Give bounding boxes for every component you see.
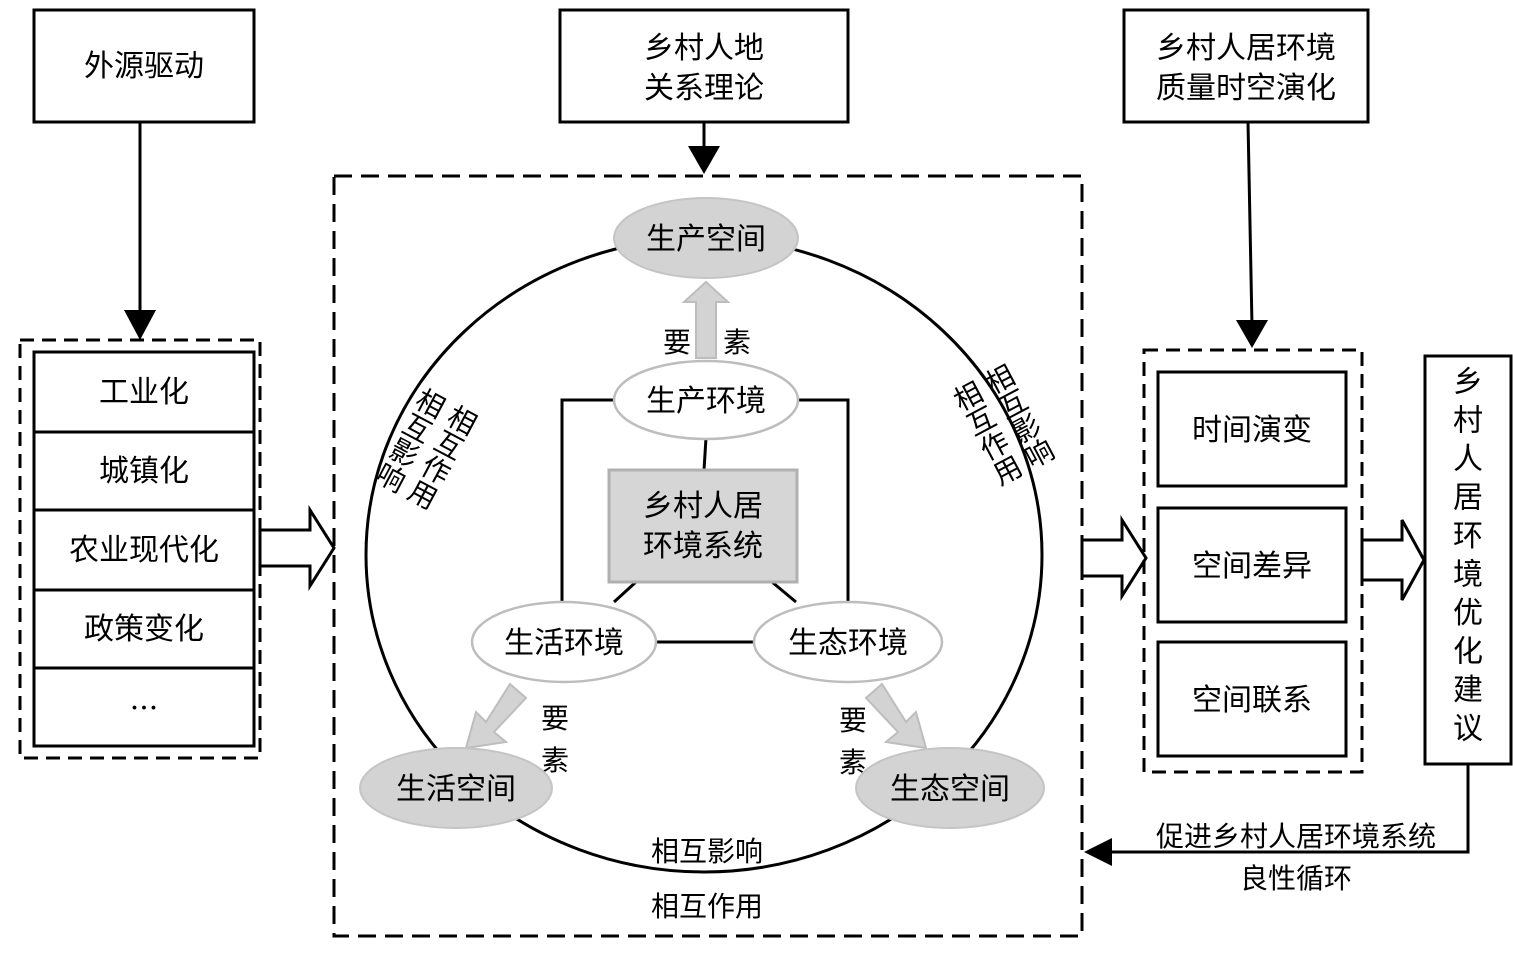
feedback-arrow: [1084, 764, 1470, 866]
driver-item-ellipsis: ···: [130, 691, 159, 726]
interaction-bottom-line1: 相互影响: [651, 835, 763, 868]
production-environment-node: 生产环境: [612, 359, 800, 441]
element-label-top-char2: 素: [723, 326, 751, 359]
external-drivers-label: 外源驱动: [84, 49, 204, 84]
external-drivers-box: 外源驱动: [32, 8, 256, 124]
living-environment-node: 生活环境: [470, 600, 658, 684]
hollow-arrow-drivers-to-system: [258, 504, 336, 592]
driver-item-agri-modernization: 农业现代化: [69, 533, 219, 568]
ecological-environment-label: 生态环境: [788, 626, 908, 661]
driver-item-industrialization: 工业化: [99, 375, 189, 410]
ecological-space-label: 生态空间: [890, 772, 1010, 807]
ecological-environment-node: 生态环境: [752, 600, 944, 684]
ecological-space-node: 生态空间: [855, 747, 1045, 829]
evolution-item-temporal: 时间演变: [1192, 413, 1312, 448]
living-space-node: 生活空间: [359, 747, 553, 829]
hollow-arrow-system-to-evolution: [1080, 514, 1148, 602]
element-label-left-char1: 要: [541, 702, 569, 735]
drivers-list: 工业化 城镇化 农业现代化 政策变化 ···: [32, 350, 256, 748]
element-arrow-up-production: [681, 280, 731, 359]
evolution-item-spatial-difference: 空间差异: [1192, 549, 1312, 584]
hollow-arrow-evolution-to-suggestions: [1360, 519, 1426, 601]
system-label-line1: 乡村人居: [643, 489, 763, 524]
element-arrow-to-living-space: [464, 682, 528, 750]
production-space-label: 生产空间: [646, 222, 766, 257]
arrow-evolution-down: [1236, 121, 1268, 348]
element-arrow-to-ecological-space: [864, 682, 928, 750]
production-environment-label: 生产环境: [646, 384, 766, 419]
interaction-label-right: 相互作用 相互影响: [945, 359, 1059, 491]
element-label-left-char2: 素: [541, 744, 569, 777]
evolution-label-line1: 乡村人居环境: [1156, 31, 1336, 66]
interaction-label-left: 相互影响 相互作用: [369, 382, 483, 514]
element-label-right-char1: 要: [839, 704, 867, 737]
element-label-top-char1: 要: [663, 326, 691, 359]
system-dashed-frame: [332, 174, 1084, 938]
feedback-label-line1: 促进乡村人居环境系统: [1156, 820, 1436, 853]
theory-box: 乡村人地 关系理论: [558, 8, 850, 124]
evolution-label-line2: 质量时空演化: [1156, 71, 1336, 106]
feedback-label-line2: 良性循环: [1240, 862, 1352, 895]
theory-label-line1: 乡村人地: [644, 31, 764, 66]
arrow-theory-down: [688, 122, 720, 174]
theory-label-line2: 关系理论: [644, 71, 764, 106]
optimization-suggestion-label: 乡村人居环境优化建议: [1453, 365, 1483, 747]
living-space-label: 生活空间: [396, 772, 516, 807]
living-environment-label: 生活环境: [504, 626, 624, 661]
driver-item-policy-change: 政策变化: [84, 612, 204, 647]
optimization-suggestion-box: 乡村人居环境优化建议: [1423, 354, 1513, 766]
rural-settlement-system-box: 乡村人居 环境系统: [607, 468, 799, 584]
production-space-node: 生产空间: [613, 197, 799, 279]
interaction-bottom-line2: 相互作用: [651, 890, 763, 923]
arrow-drivers-down: [124, 122, 156, 340]
system-label-line2: 环境系统: [643, 529, 763, 564]
driver-item-urbanization: 城镇化: [99, 454, 189, 489]
evolution-item-spatial-linkage: 空间联系: [1192, 683, 1312, 718]
environment-connectors: [560, 398, 850, 644]
evolution-box: 乡村人居环境 质量时空演化: [1122, 8, 1370, 124]
evolution-items: 时间演变 空间差异 空间联系: [1156, 370, 1348, 758]
